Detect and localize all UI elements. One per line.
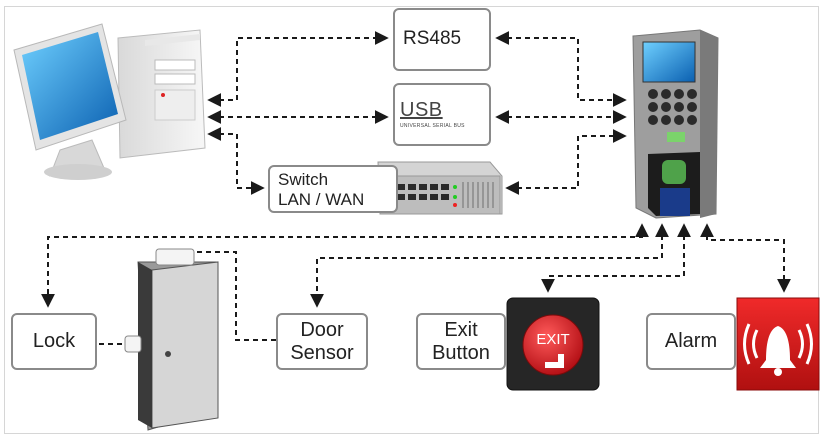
line-rs485-terminal	[495, 31, 627, 107]
exit-button-label: Exit Button	[416, 313, 506, 370]
door-sensor-line1: Door	[300, 318, 344, 341]
usb-sub-label: UNIVERSAL SERIAL BUS	[400, 123, 465, 129]
rs485-box: RS485	[393, 8, 491, 71]
line-terminal-door-sensor	[310, 223, 669, 308]
line-computer-rs485	[207, 31, 389, 107]
line-terminal-lock	[41, 223, 649, 308]
switch-label: Switch LAN / WAN	[268, 165, 398, 213]
line-computer-switch	[207, 127, 265, 195]
fingerprint-terminal-icon	[632, 29, 719, 219]
usb-label: USB	[400, 99, 443, 121]
rs485-label: RS485	[403, 28, 462, 49]
exit-sign-text: EXIT	[536, 331, 570, 348]
exit-button-line1: Exit	[444, 318, 478, 341]
line-switch-terminal	[505, 129, 627, 195]
switch-label-line2: LAN / WAN	[278, 190, 365, 209]
door-icon	[124, 248, 219, 431]
exit-button-line2: Button	[432, 341, 490, 364]
usb-box: USB UNIVERSAL SERIAL BUS	[393, 83, 491, 146]
switch-label-line1: Switch	[278, 170, 329, 189]
alarm-label: Alarm	[646, 313, 736, 370]
alarm-label-text: Alarm	[664, 330, 718, 352]
diagram-frame	[4, 6, 819, 434]
computer-icon	[13, 23, 206, 180]
door-sensor-line2: Sensor	[290, 341, 354, 364]
lock-label-text: Lock	[32, 330, 76, 352]
line-terminal-alarm	[700, 223, 791, 293]
alarm-icon	[736, 297, 820, 391]
lock-label: Lock	[11, 313, 97, 370]
door-sensor-label: Door Sensor	[276, 313, 368, 370]
line-sensor-door	[196, 251, 276, 341]
network-switch-icon	[377, 161, 503, 215]
exit-button-icon	[506, 297, 600, 391]
line-terminal-exit	[541, 223, 691, 293]
